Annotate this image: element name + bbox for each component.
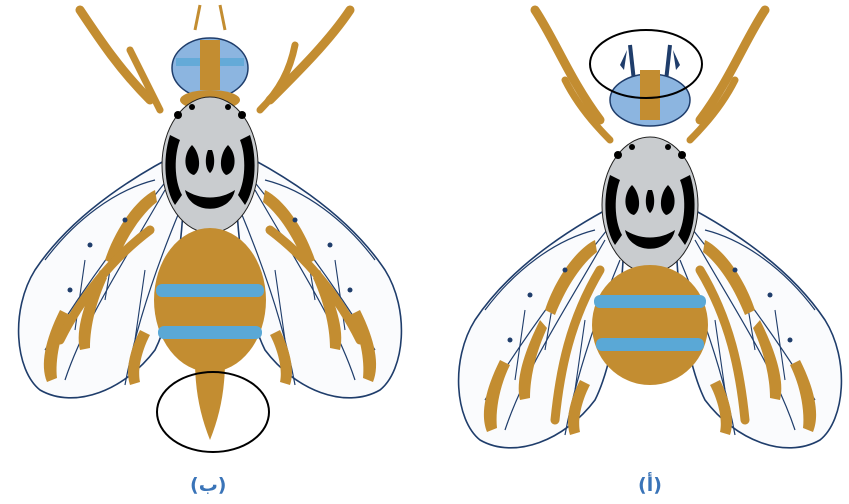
caption-left: (ب) (190, 474, 226, 496)
caption-right: (أ) (638, 474, 662, 496)
left-fly (19, 5, 402, 452)
right-fly (459, 10, 842, 448)
